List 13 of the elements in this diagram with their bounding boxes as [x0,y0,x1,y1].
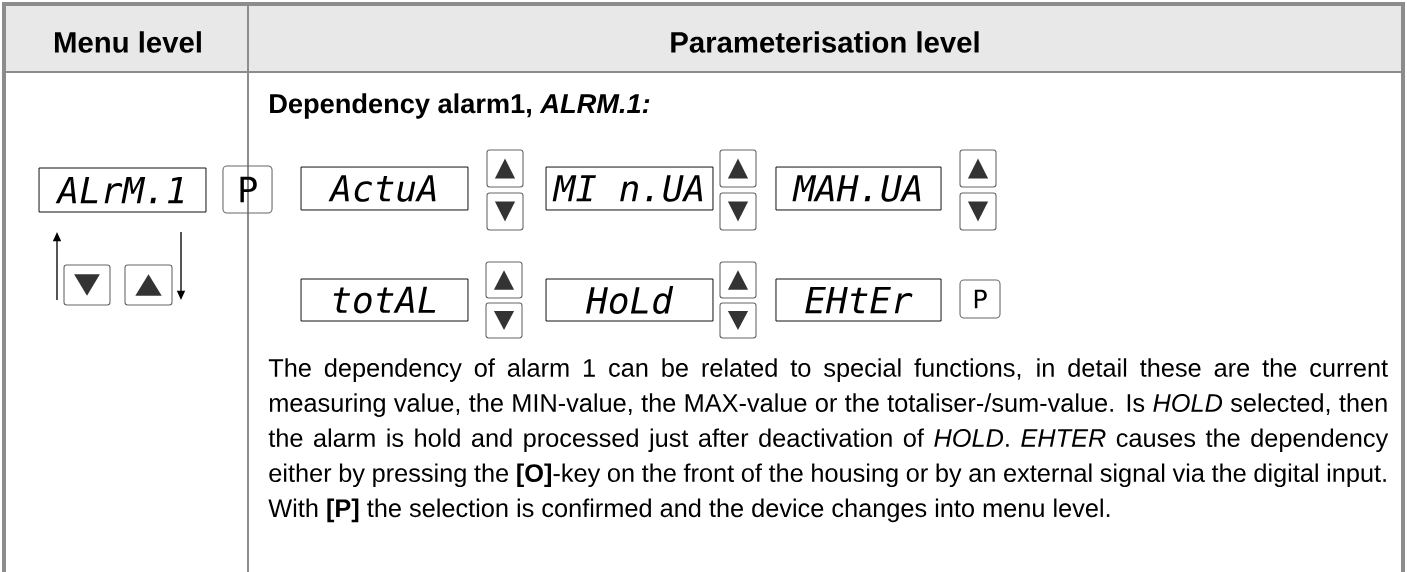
segment-display: HoLd [545,278,714,322]
column-header: Menu level [55,31,201,53]
segment-display: MI n.UA [545,166,714,211]
segment-display: totAL [300,278,469,322]
description-paragraph: The dependency of alarm 1 can be related to special functions, in detail these are the current measuring value, the MIN-value, the MAX-value or the totaliser-/sum-value. Is HOLD selected, then the alarm is hold and processed just after deactivation of HOLD. EHTER causes the dependency either by pressing the [O]-key on the front of the housing or by an external signal via the digital input. With [P] the selection is confirmed and the device changes into menu level. [268,358,1389,523]
p-button: P [959,279,1001,319]
column-header: Parameterisation level [671,31,979,53]
segment-display: ALrM.1 [38,167,207,213]
section-heading: Dependency alarm1, ALRM.1: [270,93,650,119]
segment-display: ActuA [300,166,469,211]
p-button: P [222,165,273,214]
segment-display: EHtEr [775,278,942,322]
segment-display: MAH.UA [775,166,942,211]
